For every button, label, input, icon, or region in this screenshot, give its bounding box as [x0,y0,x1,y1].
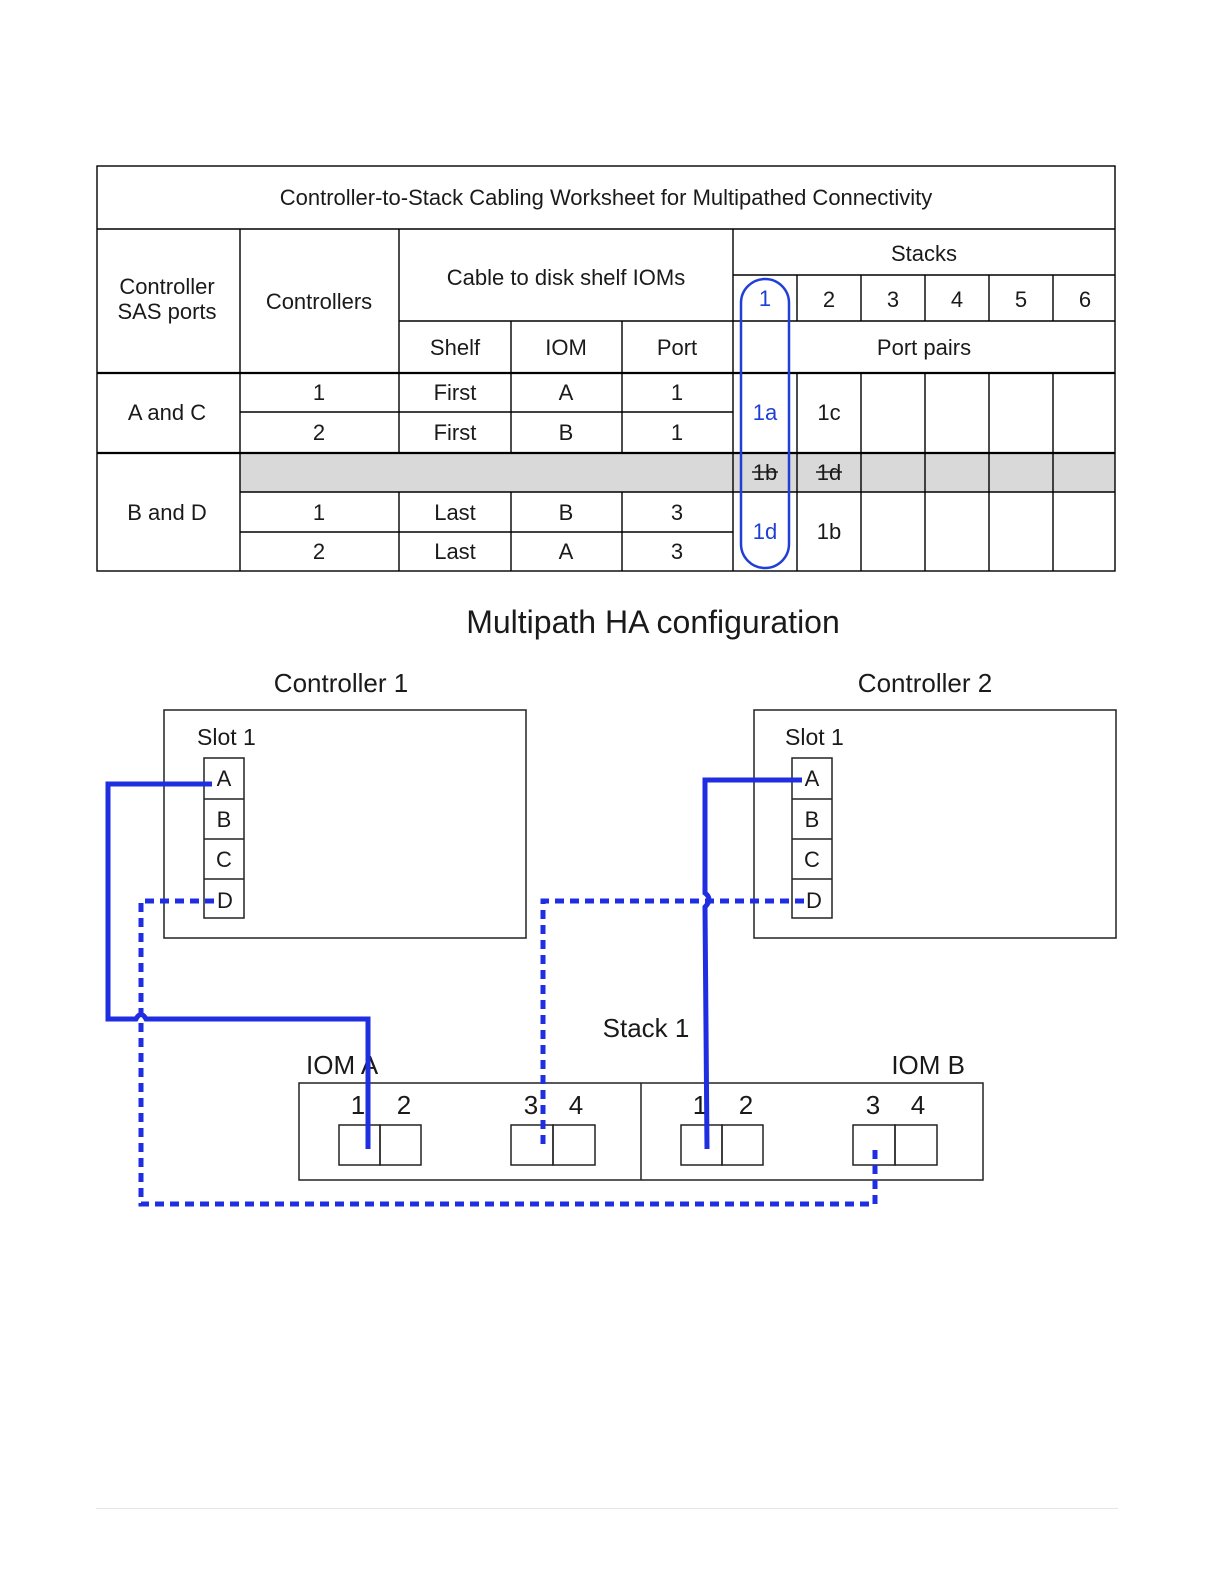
cell-iom: A [559,380,574,405]
controller-2-slot-label: Slot 1 [785,724,844,750]
iom-a-port-2 [379,1124,422,1166]
worksheet-title: Controller-to-Stack Cabling Worksheet fo… [280,185,933,210]
header-shelf: Shelf [430,335,481,360]
iom-a-port-number: 4 [569,1090,583,1120]
controller-2-port-b: B [805,807,820,832]
controller-1-port-b: B [217,807,232,832]
controller-2-port-d: D [806,888,822,913]
iom-b-port-4 [894,1124,938,1166]
cell-controller: 2 [313,539,325,564]
controller-1-port-a: A [217,766,232,791]
footer-rule [96,1508,1118,1509]
cell-port: 1 [671,420,683,445]
cell-shelf: First [434,420,477,445]
cell-port: 1 [671,380,683,405]
group-label-a-and-c: A and C [128,400,206,425]
group-label-b-and-d: B and D [127,500,207,525]
header-controller-sas-ports-line1: Controller [119,274,214,299]
controller-1-box [163,709,527,939]
controller-2-box [753,709,1117,939]
cable-ctrl1-d-to-iom-b-3 [138,898,878,1207]
multipath-ha-diagram: Multipath HA configuration Controller 1 … [105,604,1117,1207]
iom-b-port-2 [721,1124,764,1166]
cell-shelf: Last [434,539,476,564]
header-cable-to-disk-shelf-ioms: Cable to disk shelf IOMs [447,265,685,290]
unused-port-pair-row [240,453,1115,492]
iom-a-port-1 [338,1124,381,1166]
cable-ctrl2-d-to-iom-a-3 [540,898,804,1147]
controller-2-title: Controller 2 [858,668,992,698]
iom-b-port-number: 3 [866,1090,880,1120]
cell-iom: B [559,500,574,525]
controller-1-slot-label: Slot 1 [197,724,256,750]
iom-b-port-number: 4 [911,1090,925,1120]
iom-b-label: IOM B [891,1050,965,1080]
header-iom: IOM [545,335,587,360]
iom-a-port-number: 1 [351,1090,365,1120]
header-port: Port [657,335,697,360]
iom-b-port-number: 1 [693,1090,707,1120]
header-stacks: Stacks [891,241,957,266]
iom-a-port-3 [510,1124,554,1166]
header-controllers: Controllers [266,289,372,314]
stack-label: Stack 1 [603,1013,690,1043]
stack-number-3: 3 [887,287,899,312]
stack-number-6: 6 [1079,287,1091,312]
port-pair-1a: 1a [753,400,778,425]
cell-port: 3 [671,539,683,564]
stack-number-1: 1 [759,286,771,311]
port-pair-1c: 1c [817,400,840,425]
controller-1-port-d: D [217,888,233,913]
iom-a-port-number: 3 [524,1090,538,1120]
stack-number-4: 4 [951,287,963,312]
controller-1-title: Controller 1 [274,668,408,698]
header-controller-sas-ports-line2: SAS ports [117,299,216,324]
diagram-title: Multipath HA configuration [466,604,840,640]
iom-b-port-number: 2 [739,1090,753,1120]
cabling-worksheet-table: Controller-to-Stack Cabling Worksheet fo… [96,165,1116,572]
stack-number-5: 5 [1015,287,1027,312]
iom-a-port-number: 2 [397,1090,411,1120]
cell-iom: B [559,420,574,445]
iom-a-port-4 [552,1124,596,1166]
cell-shelf: Last [434,500,476,525]
header-port-pairs: Port pairs [877,335,971,360]
iom-b-port-1 [680,1124,723,1166]
controller-2-port-c: C [804,847,820,872]
cell-port: 3 [671,500,683,525]
controller-2-port-a: A [805,766,820,791]
cell-controller: 1 [313,500,325,525]
stack-1-highlight [739,277,791,570]
cell-controller: 1 [313,380,325,405]
stack-number-2: 2 [823,287,835,312]
cell-shelf: First [434,380,477,405]
port-pair-1b: 1b [817,519,841,544]
controller-1-port-c: C [216,847,232,872]
cell-controller: 2 [313,420,325,445]
port-pair-1d: 1d [753,519,777,544]
cell-iom: A [559,539,574,564]
